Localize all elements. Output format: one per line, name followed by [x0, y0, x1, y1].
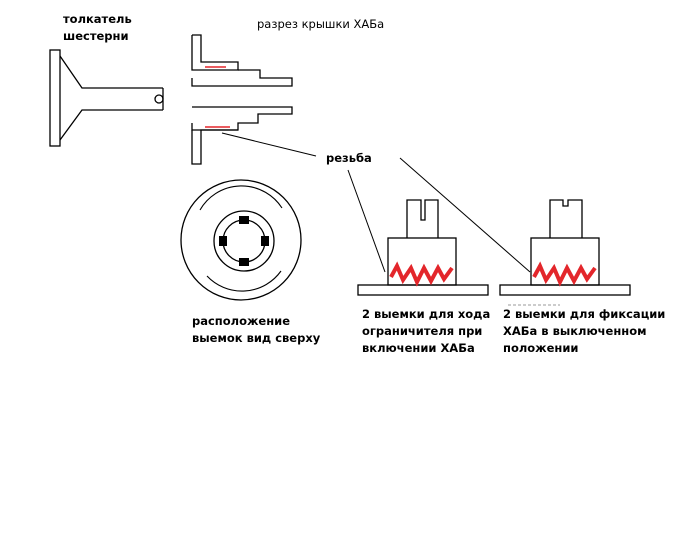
hub-cover-section-drawing [191, 34, 317, 165]
top-view-label-line-1: расположение [192, 314, 291, 328]
thread-label: резьба [326, 151, 372, 165]
fix-notches-label: 2 выемки для фиксации ХАБа в выключенном… [503, 306, 665, 357]
travel-notch-part-drawing [357, 199, 489, 296]
fix-notches-line-3: положении [503, 341, 579, 355]
gear-pusher-drawing [49, 49, 164, 147]
top-view-label-line-2: выемок вид сверху [192, 331, 321, 345]
fix-notches-line-2: ХАБа в выключенном [503, 324, 647, 338]
travel-notches-line-2: ограничителя при [362, 324, 483, 338]
travel-notches-line-1: 2 выемки для хода [362, 307, 491, 321]
pusher-label-line-2: шестерни [63, 29, 129, 43]
thread-pointer-lines [347, 157, 531, 273]
pusher-label: толкатель шестерни [63, 11, 132, 45]
cover-section-label: разрез крышки ХАБа [257, 17, 385, 31]
travel-notches-label: 2 выемки для хода ограничителя при включ… [362, 306, 490, 357]
top-view-notches-drawing [180, 179, 302, 301]
top-view-label: расположение выемок вид сверху [192, 313, 320, 347]
fix-notches-line-1: 2 выемки для фиксации [503, 307, 666, 321]
pusher-label-line-1: толкатель [63, 12, 132, 26]
travel-notches-line-3: включении ХАБа [362, 341, 475, 355]
fix-notch-part-drawing [499, 199, 631, 306]
